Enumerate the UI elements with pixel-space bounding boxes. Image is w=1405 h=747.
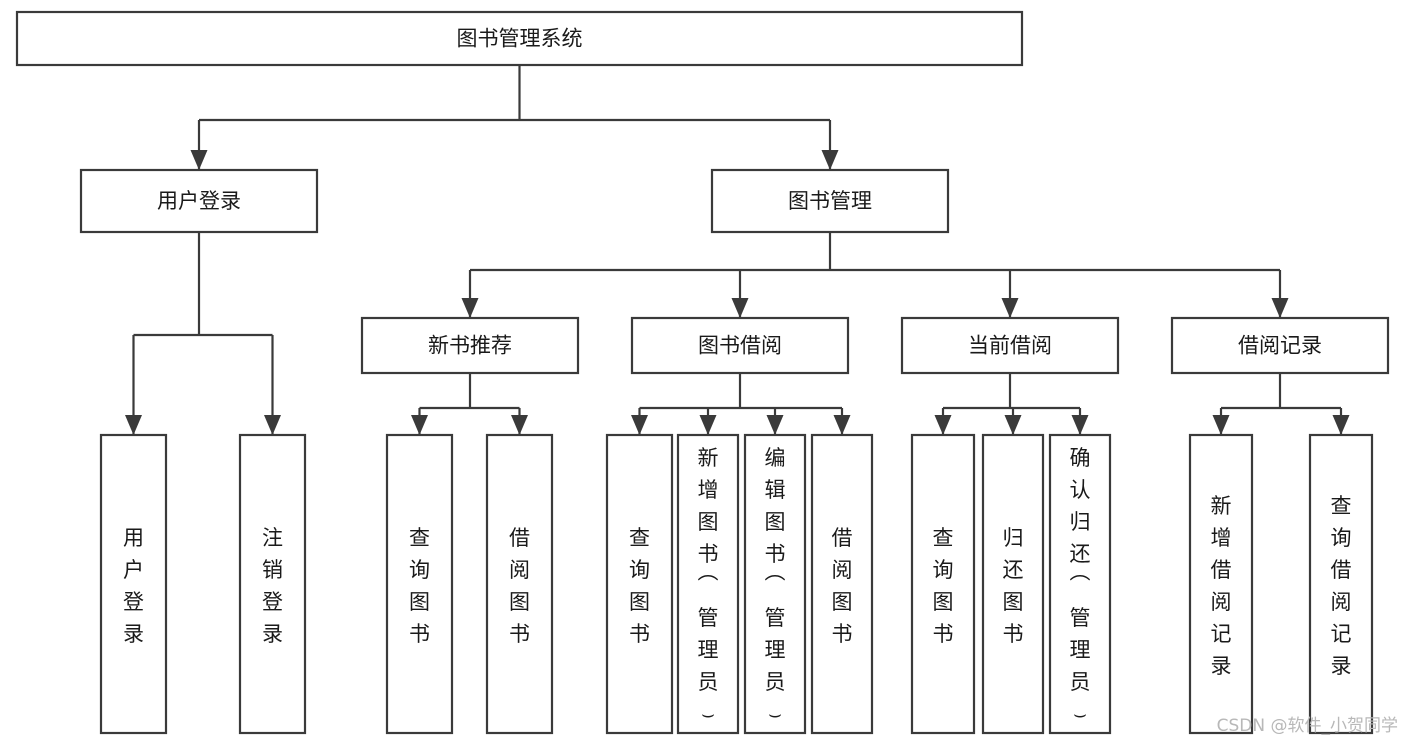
- arrow-head-book-manage-1: [731, 298, 749, 318]
- connector-lines-layer: [125, 65, 1350, 435]
- arrow-head-current-borrow-1: [1004, 415, 1022, 435]
- node-label-leaf-current-query-book: 查询图书: [933, 526, 954, 646]
- node-label-new-book-recommend: 新书推荐: [428, 334, 512, 358]
- node-box-leaf-user-logout: [238, 433, 307, 735]
- node-user-login[interactable]: 用户登录: [79, 168, 319, 234]
- node-leaf-borrow-edit-book[interactable]: 编辑图书⌒管理员⌣: [743, 433, 807, 735]
- node-box-leaf-current-confirm-return: [1048, 433, 1112, 735]
- node-book-manage[interactable]: 图书管理: [710, 168, 950, 234]
- node-label-current-borrow: 当前借阅: [968, 334, 1052, 358]
- node-leaf-user-login[interactable]: 用户登录: [99, 433, 168, 735]
- node-leaf-recommend-borrow-book[interactable]: 借阅图书: [485, 433, 554, 735]
- node-box-new-book-recommend: [360, 316, 580, 375]
- arrow-head-root-0: [190, 150, 208, 170]
- node-label-leaf-current-confirm-return: 确认归还⌒管理员⌣: [1070, 446, 1091, 726]
- node-label-leaf-borrow-borrow-book: 借阅图书: [832, 526, 853, 646]
- node-leaf-borrow-borrow-book[interactable]: 借阅图书: [810, 433, 874, 735]
- node-box-leaf-borrow-add-book: [676, 433, 740, 735]
- node-label-root: 图书管理系统: [457, 27, 583, 51]
- arrow-head-book-borrow-2: [766, 415, 784, 435]
- node-leaf-current-confirm-return[interactable]: 确认归还⌒管理员⌣: [1048, 433, 1112, 735]
- node-label-leaf-recommend-query-book: 查询图书: [409, 526, 430, 646]
- node-new-book-recommend[interactable]: 新书推荐: [360, 316, 580, 375]
- arrow-head-user-login-0: [125, 415, 142, 435]
- node-box-user-login: [79, 168, 319, 234]
- node-label-book-borrow: 图书借阅: [698, 334, 782, 358]
- node-label-leaf-borrow-edit-book: 编辑图书⌒管理员⌣: [765, 446, 786, 726]
- node-box-leaf-record-add: [1188, 433, 1254, 735]
- node-box-leaf-borrow-borrow-book: [810, 433, 874, 735]
- node-label-leaf-user-login: 用户登录: [123, 526, 144, 646]
- arrow-head-current-borrow-0: [934, 415, 952, 435]
- node-leaf-current-return-book[interactable]: 归还图书: [981, 433, 1045, 735]
- csdn-watermark: CSDN @软件_小贺同学: [1217, 716, 1398, 736]
- node-box-leaf-recommend-query-book: [385, 433, 454, 735]
- node-label-leaf-record-query: 查询借阅记录: [1331, 494, 1352, 678]
- arrow-head-current-borrow-2: [1071, 415, 1089, 435]
- node-label-leaf-borrow-add-book: 新增图书⌒管理员⌣: [698, 446, 719, 726]
- node-label-borrow-record: 借阅记录: [1238, 334, 1322, 358]
- node-label-leaf-user-logout: 注销登录: [262, 526, 283, 646]
- node-leaf-borrow-add-book[interactable]: 新增图书⌒管理员⌣: [676, 433, 740, 735]
- node-label-user-login: 用户登录: [157, 189, 241, 213]
- node-borrow-record[interactable]: 借阅记录: [1170, 316, 1390, 375]
- node-label-leaf-recommend-borrow-book: 借阅图书: [509, 526, 530, 646]
- node-box-borrow-record: [1170, 316, 1390, 375]
- node-box-current-borrow: [900, 316, 1120, 375]
- node-leaf-recommend-query-book[interactable]: 查询图书: [385, 433, 454, 735]
- node-box-leaf-record-query: [1308, 433, 1374, 735]
- node-box-leaf-current-return-book: [981, 433, 1045, 735]
- arrow-head-book-borrow-1: [699, 415, 717, 435]
- node-book-borrow[interactable]: 图书借阅: [630, 316, 850, 375]
- node-leaf-record-query[interactable]: 查询借阅记录: [1308, 433, 1374, 735]
- node-box-leaf-borrow-query-book: [605, 433, 674, 735]
- node-boxes-layer: 图书管理系统用户登录图书管理新书推荐图书借阅当前借阅借阅记录用户登录注销登录查询…: [15, 10, 1390, 735]
- arrow-head-book-borrow-0: [631, 415, 648, 435]
- node-label-leaf-record-add: 新增借阅记录: [1211, 494, 1232, 678]
- node-label-leaf-borrow-query-book: 查询图书: [629, 526, 650, 646]
- arrow-head-book-manage-0: [461, 298, 479, 318]
- arrow-head-borrow-record-0: [1212, 415, 1230, 435]
- node-box-leaf-current-query-book: [910, 433, 976, 735]
- arrow-head-new-book-recommend-1: [511, 415, 528, 435]
- arrow-head-root-1: [821, 150, 839, 170]
- node-box-book-manage: [710, 168, 950, 234]
- node-leaf-current-query-book[interactable]: 查询图书: [910, 433, 976, 735]
- node-current-borrow[interactable]: 当前借阅: [900, 316, 1120, 375]
- node-box-leaf-user-login: [99, 433, 168, 735]
- arrow-head-book-borrow-3: [833, 415, 851, 435]
- node-root[interactable]: 图书管理系统: [15, 10, 1024, 67]
- node-box-book-borrow: [630, 316, 850, 375]
- node-box-root: [15, 10, 1024, 67]
- node-leaf-borrow-query-book[interactable]: 查询图书: [605, 433, 674, 735]
- arrow-head-new-book-recommend-0: [411, 415, 428, 435]
- node-leaf-record-add[interactable]: 新增借阅记录: [1188, 433, 1254, 735]
- arrow-head-user-login-1: [264, 415, 281, 435]
- node-box-leaf-borrow-edit-book: [743, 433, 807, 735]
- arrow-head-borrow-record-1: [1332, 415, 1350, 435]
- arrow-head-book-manage-2: [1001, 298, 1019, 318]
- node-label-leaf-current-return-book: 归还图书: [1003, 526, 1024, 646]
- node-box-leaf-recommend-borrow-book: [485, 433, 554, 735]
- node-label-book-manage: 图书管理: [788, 189, 872, 213]
- arrow-head-book-manage-3: [1271, 298, 1289, 318]
- node-leaf-user-logout[interactable]: 注销登录: [238, 433, 307, 735]
